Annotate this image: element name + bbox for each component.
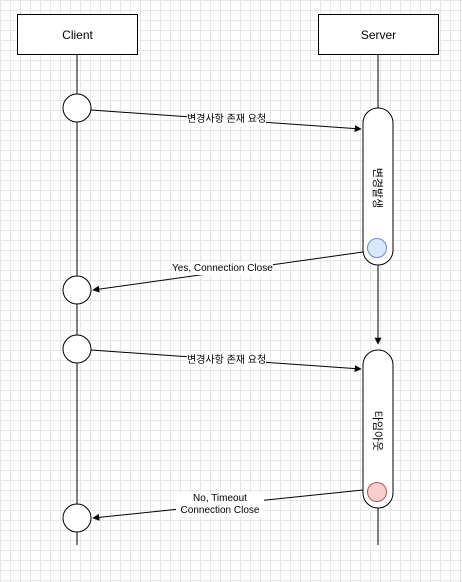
client-label: Client: [62, 27, 93, 42]
timeout-label: 타임아웃: [371, 410, 383, 452]
change-occurred-label: 변경발생: [371, 167, 383, 209]
client-response1-circle: [62, 275, 92, 305]
response2-label-line2: Connection Close: [180, 505, 260, 516]
client-request2-circle: [62, 334, 92, 364]
client-request1-circle: [62, 93, 92, 123]
timeout-event-marker: [367, 482, 387, 502]
client-response2-circle: [62, 503, 92, 533]
activation-change: [362, 107, 394, 266]
client-lifeline-header: Client: [17, 14, 138, 55]
server-label: Server: [360, 27, 397, 42]
request1-label: 변경사항 존재 요청: [187, 114, 267, 126]
request2-label: 변경사항 존재 요청: [187, 355, 267, 367]
change-event-marker: [367, 238, 387, 258]
response1-label: Yes, Connection Close: [172, 263, 273, 275]
activation-timeout: [362, 349, 394, 509]
response2-label: No, Timeout Connection Close: [176, 493, 264, 517]
response2-label-line1: No, Timeout: [193, 493, 247, 504]
server-lifeline-header: Server: [318, 14, 439, 55]
